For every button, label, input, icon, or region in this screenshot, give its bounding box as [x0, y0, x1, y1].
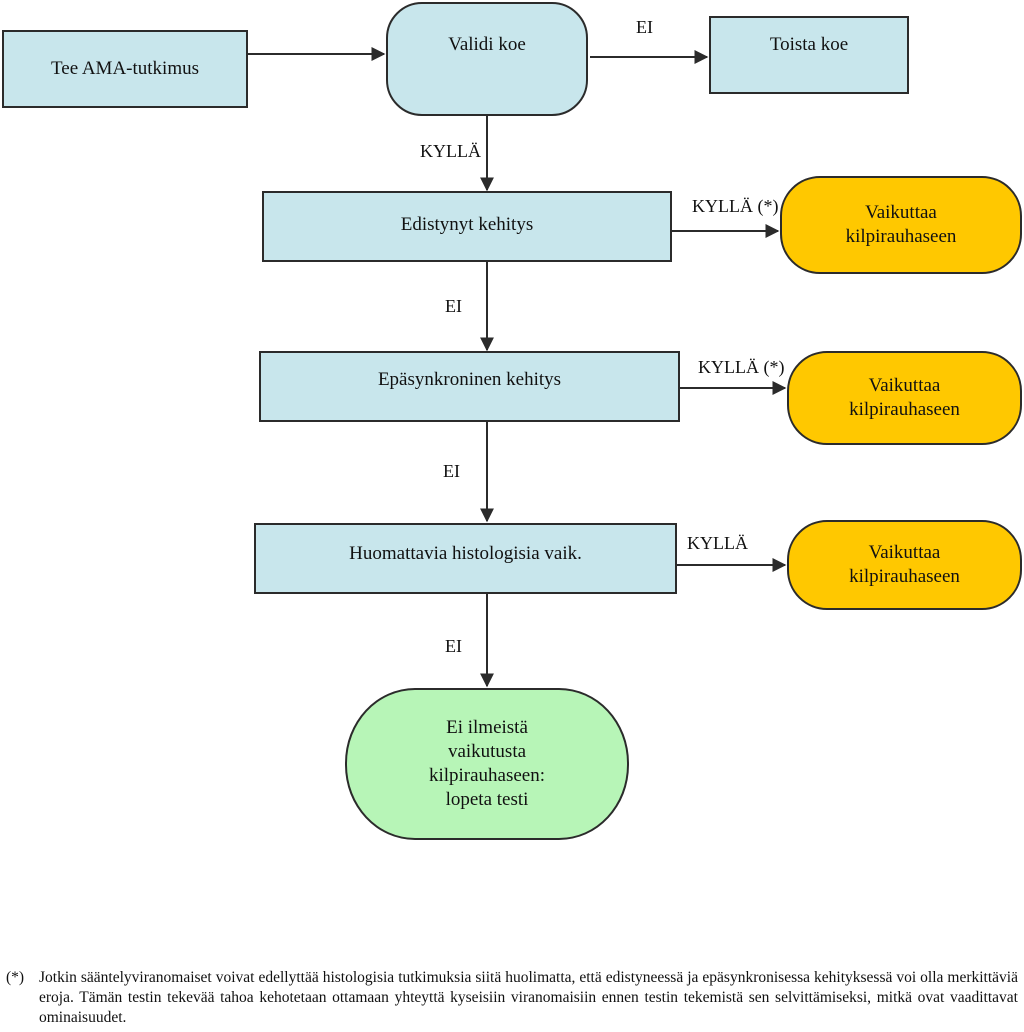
edge-label-histo-no: EI [445, 636, 462, 656]
histological-effects-node: Huomattavia histologisia vaik. [254, 523, 677, 594]
final-line1: Ei ilmeistä [446, 717, 528, 738]
repeat-test-node: Toista koe [709, 16, 909, 94]
valid-test-node-label: Validi koe [448, 34, 526, 55]
edge-label-async-no: EI [443, 461, 460, 481]
effect-node-3: Vaikuttaa kilpirauhaseen [787, 520, 1022, 610]
final-line3: kilpirauhaseen: [428, 765, 546, 786]
edge-label-advanced-yes: KYLLÄ (*) [692, 196, 779, 216]
effect-node-1: Vaikuttaa kilpirauhaseen [780, 176, 1022, 274]
edge-label-valid-no: EI [636, 17, 653, 37]
asynchronous-development-node-label: Epäsynkroninen kehitys [377, 369, 562, 390]
effect-node-3-line1: Vaikuttaa [868, 542, 941, 563]
final-line4: lopeta testi [445, 789, 529, 810]
advanced-development-node-label: Edistynyt kehitys [400, 214, 534, 235]
advanced-development-node: Edistynyt kehitys [262, 191, 672, 262]
effect-node-2: Vaikuttaa kilpirauhaseen [787, 351, 1022, 445]
edge-label-async-yes: KYLLÄ (*) [698, 357, 785, 377]
final-line2: vaikutusta [447, 741, 527, 762]
effect-node-2-line1: Vaikuttaa [868, 375, 941, 396]
valid-test-node: Validi koe [386, 2, 588, 116]
footnote-text: Jotkin sääntelyviranomaiset voivat edell… [39, 969, 1018, 1026]
edge-label-histo-yes: KYLLÄ [687, 533, 748, 553]
edge-label-valid-yes: KYLLÄ [420, 141, 481, 161]
repeat-test-node-label: Toista koe [769, 34, 849, 55]
start-node: Tee AMA-tutkimus [2, 30, 248, 108]
footnote-marker: (*) [6, 969, 25, 986]
histological-effects-node-label: Huomattavia histologisia vaik. [349, 543, 582, 564]
no-effect-stop-node: Ei ilmeistä vaikutusta kilpirauhaseen: l… [345, 688, 629, 840]
edge-label-advanced-no: EI [445, 296, 462, 316]
asynchronous-development-node: Epäsynkroninen kehitys [259, 351, 680, 422]
effect-node-2-line2: kilpirauhaseen [849, 399, 960, 420]
effect-node-3-line2: kilpirauhaseen [849, 566, 960, 587]
effect-node-1-line1: Vaikuttaa [865, 202, 937, 223]
start-node-label: Tee AMA-tutkimus [50, 58, 200, 79]
effect-node-1-line2: kilpirauhaseen [845, 226, 957, 247]
